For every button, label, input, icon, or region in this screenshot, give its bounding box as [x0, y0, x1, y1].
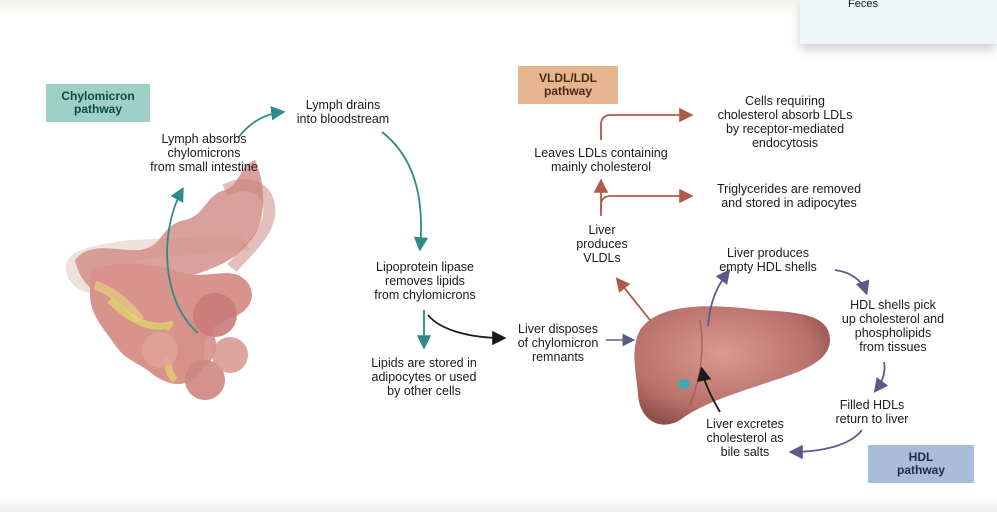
- step-hdl-pick-up: HDL shells pick up cholesterol and phosp…: [826, 298, 960, 354]
- step-triglycerides-removed: Triglycerides are removed and stored in …: [696, 182, 882, 210]
- chylomicron-pathway-text: Chylomicron pathway: [61, 90, 134, 116]
- step-cells-requiring: Cells requiring cholesterol absorb LDLs …: [700, 94, 870, 150]
- step-lymph-drains: Lymph drains into bloodstream: [284, 98, 402, 126]
- vldl-ldl-pathway-text: VLDL/LDL pathway: [539, 72, 597, 98]
- digestive-tract-illustration: [66, 160, 270, 400]
- step-liver-produces-hdl: Liver produces empty HDL shells: [706, 246, 830, 274]
- step-liver-produces-vldl: Liver produces VLDLs: [560, 223, 644, 265]
- step-lymph-absorbs: Lymph absorbs chylomicrons from small in…: [134, 132, 274, 174]
- hdl-pathway-text: HDL pathway: [897, 451, 945, 477]
- step-lipoprotein-lipase: Lipoprotein lipase removes lipids from c…: [356, 260, 494, 302]
- step-liver-excretes: Liver excretes cholesterol as bile salts: [692, 417, 798, 459]
- step-lipids-stored: Lipids are stored in adipocytes or used …: [352, 356, 496, 398]
- vldl-ldl-pathway-label: VLDL/LDL pathway: [518, 66, 618, 104]
- step-liver-disposes: Liver disposes of chylomicron remnants: [505, 322, 611, 364]
- step-leaves-ldls: Leaves LDLs containing mainly cholestero…: [518, 146, 684, 174]
- step-filled-hdls: Filled HDLs return to liver: [820, 398, 924, 426]
- hdl-pathway-label: HDL pathway: [868, 445, 974, 483]
- chylomicron-pathway-label: Chylomicron pathway: [46, 84, 150, 122]
- liver-illustration: [634, 306, 830, 424]
